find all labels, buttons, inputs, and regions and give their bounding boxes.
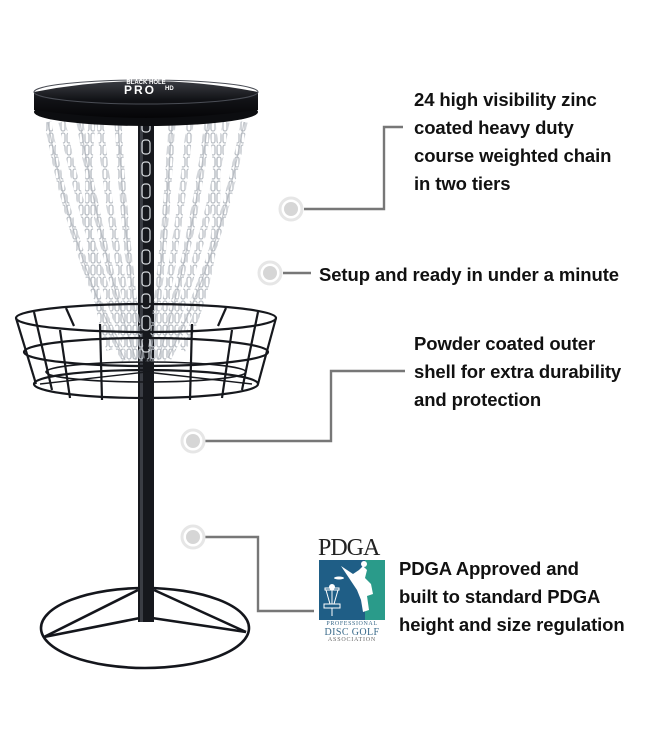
top-rim xyxy=(33,79,259,126)
callout-setup: Setup and ready in under a minute xyxy=(319,261,619,289)
brand-line: BLACK HOLE xyxy=(126,80,165,86)
catch-basket xyxy=(14,302,278,401)
pdga-line3: ASSOCIATION xyxy=(327,637,377,643)
leader-line-coating xyxy=(204,369,405,443)
pdga-line2: DISC GOLF xyxy=(324,627,380,638)
callout-line: in two tiers xyxy=(414,173,511,194)
callout-line: coated heavy duty xyxy=(414,117,574,138)
callout-line: and protection xyxy=(414,389,542,410)
leader-line-pdga xyxy=(204,535,314,613)
callout-line: built to standard PDGA xyxy=(399,586,601,607)
callout-coating: Powder coated outer shell for extra dura… xyxy=(414,330,621,414)
marker-dots xyxy=(180,196,304,550)
callout-chains: 24 high visibility zinc coated heavy dut… xyxy=(414,86,611,198)
model-suffix: HD xyxy=(165,86,174,92)
pdga-wordmark: PDGA xyxy=(318,535,380,561)
leader-line-chains xyxy=(304,125,403,211)
callout-pdga: PDGA Approved and built to standard PDGA… xyxy=(399,555,625,639)
callout-line: Powder coated outer xyxy=(414,333,596,354)
callout-line: height and size regulation xyxy=(399,614,625,635)
model-name: PRO xyxy=(124,83,156,97)
callout-line: shell for extra durability xyxy=(414,361,622,382)
pdga-emblem-icon xyxy=(319,560,385,620)
callout-line: Setup and ready in under a minute xyxy=(319,264,619,285)
callout-line: PDGA Approved and xyxy=(399,558,579,579)
pdga-line1: PROFESSIONAL xyxy=(326,621,378,627)
callout-line: 24 high visibility zinc xyxy=(414,89,597,110)
callout-line: course weighted chain xyxy=(414,145,612,166)
